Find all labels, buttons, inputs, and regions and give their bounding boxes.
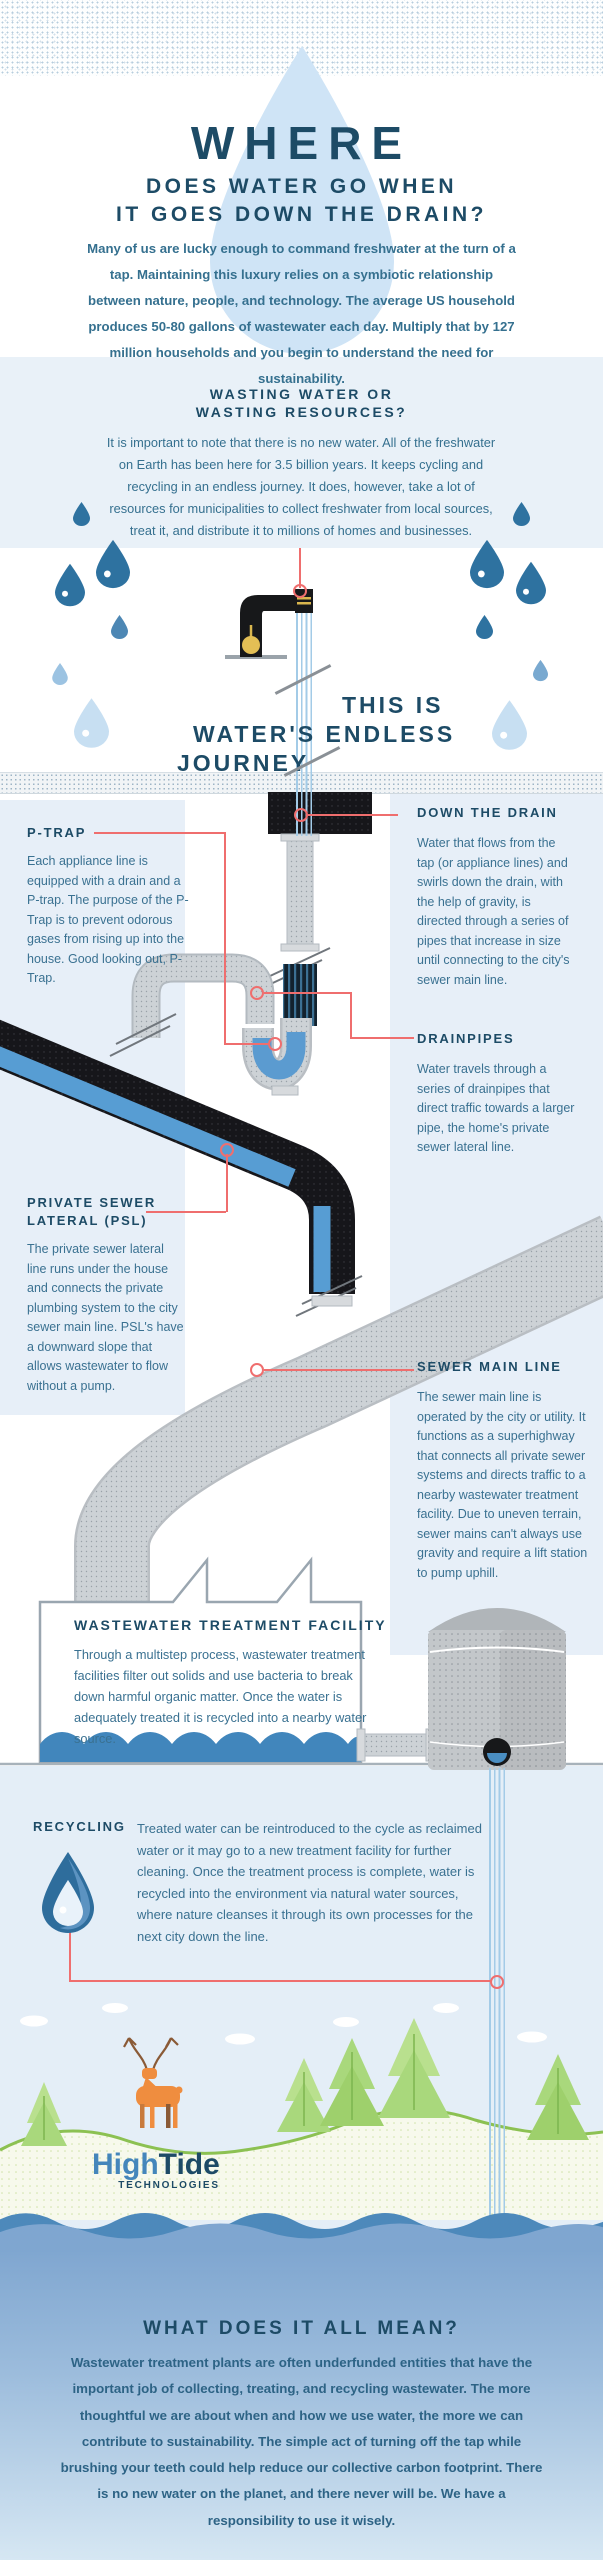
intro-paragraph: Many of us are lucky enough to command f… bbox=[87, 241, 516, 386]
drainpipes-title: DRAINPIPES bbox=[417, 1031, 515, 1046]
water-drop-icon bbox=[74, 698, 109, 748]
recycling-body: Treated water can be reintroduced to the… bbox=[137, 1821, 482, 1944]
cloud-icon bbox=[333, 2017, 359, 2027]
cloud-icon bbox=[20, 2015, 48, 2027]
factory-water-waves bbox=[40, 1732, 361, 1762]
recycling-title: RECYCLING bbox=[33, 1819, 126, 1834]
page-subtitle-line2: IT GOES DOWN THE DRAIN? bbox=[116, 203, 487, 226]
drain-water-stream bbox=[296, 772, 314, 836]
cloud-icon bbox=[225, 2033, 255, 2045]
psl-body: The private sewer lateral line runs unde… bbox=[27, 1242, 184, 1393]
tank-dome bbox=[428, 1608, 566, 1632]
connector-recycling-dot bbox=[490, 1975, 504, 1989]
water-drop-icon bbox=[52, 663, 68, 685]
tree-icon bbox=[378, 2018, 450, 2118]
journey-line1: THIS IS bbox=[342, 692, 444, 718]
pipe-diagram bbox=[0, 792, 603, 1770]
top-texture-band bbox=[0, 0, 603, 76]
water-drop-icon bbox=[513, 501, 530, 527]
journey-line2: WATER'S ENDLESS bbox=[193, 721, 456, 747]
recycle-drop-icon bbox=[42, 1852, 94, 1933]
drainpipes-body: Water travels through a series of drainp… bbox=[417, 1062, 575, 1154]
connector-ptrap-dot bbox=[268, 1037, 282, 1051]
faucet-water-stream bbox=[296, 606, 314, 772]
water-drop-icon bbox=[111, 614, 128, 640]
hightide-logo: HighTide TECHNOLOGIES bbox=[92, 2148, 220, 2192]
tree-icon bbox=[277, 2058, 331, 2132]
connector-tap-dot bbox=[293, 584, 307, 598]
connector-drainpipes-line3 bbox=[350, 1037, 414, 1039]
connector-ptrap-line2 bbox=[224, 832, 226, 1044]
logo-high-text: High bbox=[92, 2148, 159, 2181]
down-the-drain-body: Water that flows from the tap (or applia… bbox=[417, 836, 570, 987]
facility-title: WASTEWATER TREATMENT FACILITY bbox=[74, 1617, 387, 1633]
footer-paragraph: Wastewater treatment plants are often un… bbox=[60, 2355, 543, 2528]
connector-drain-dot bbox=[294, 808, 308, 822]
connector-psl-line1 bbox=[226, 1154, 228, 1212]
tree-icon bbox=[21, 2082, 67, 2146]
tree-icon bbox=[527, 2054, 589, 2140]
cloud-icon bbox=[517, 2031, 547, 2043]
water-drop-icon bbox=[73, 501, 90, 527]
right-callout-panel bbox=[390, 792, 603, 1655]
ptrap-title: P-TRAP bbox=[27, 825, 87, 840]
wasting-heading-line2: WASTING RESOURCES? bbox=[195, 404, 408, 420]
page-subtitle-line1: DOES WATER GO WHEN bbox=[145, 175, 458, 198]
cloud-icon bbox=[102, 2003, 128, 2013]
logo-tide-text: Tide bbox=[158, 2148, 220, 2181]
deer-icon bbox=[123, 2037, 183, 2128]
connector-recycling-line1 bbox=[69, 1928, 71, 1982]
psl-title-line1: PRIVATE SEWER bbox=[27, 1195, 157, 1210]
striped-pipe bbox=[283, 964, 317, 1026]
water-drop-icon bbox=[96, 539, 130, 589]
water-surface-waves bbox=[0, 2213, 603, 2252]
connector-drain-line bbox=[308, 814, 398, 816]
ptrap-body: Each appliance line is equipped with a d… bbox=[27, 854, 189, 985]
connector-ptrap-line1 bbox=[94, 832, 226, 834]
tree-icon bbox=[320, 2038, 384, 2126]
hill-fill bbox=[0, 2109, 603, 2220]
bottom-water-gradient bbox=[0, 2248, 603, 2560]
connector-drainpipes-line1 bbox=[264, 992, 352, 994]
wasting-section-band bbox=[0, 357, 603, 548]
connector-tap-line bbox=[299, 548, 301, 588]
connector-psl-line2 bbox=[146, 1211, 226, 1213]
connector-sewer-line bbox=[264, 1369, 414, 1371]
logo-sub-text: TECHNOLOGIES bbox=[118, 2180, 220, 2191]
connector-ptrap-line3 bbox=[224, 1043, 270, 1045]
connector-sewer-dot bbox=[250, 1363, 264, 1377]
landscape bbox=[0, 2003, 603, 2220]
wasting-heading-line1: WASTING WATER OR bbox=[209, 386, 394, 402]
water-drop-icon bbox=[516, 561, 546, 605]
footer-heading: WHAT DOES IT ALL MEAN? bbox=[143, 2318, 460, 2339]
sewer-main-body: The sewer main line is operated by the c… bbox=[417, 1390, 588, 1580]
journey-line3: JOURNEY bbox=[177, 750, 310, 776]
connector-recycling-line2 bbox=[69, 1980, 491, 1982]
water-drop-icon bbox=[55, 563, 85, 607]
connector-drainpipes-line2 bbox=[350, 992, 352, 1038]
cloud-icon bbox=[433, 2003, 459, 2013]
faucet-icon bbox=[225, 589, 313, 659]
sewer-main-title: SEWER MAIN LINE bbox=[417, 1359, 562, 1374]
tank-water-stream bbox=[489, 1768, 506, 2228]
connector-drainpipes-dot bbox=[250, 986, 264, 1000]
big-water-drop-icon bbox=[210, 46, 394, 354]
tank-body bbox=[428, 1630, 566, 1770]
diagonal-drainpipe bbox=[0, 1019, 355, 1294]
down-the-drain-title: DOWN THE DRAIN bbox=[417, 805, 558, 820]
drain-box bbox=[268, 792, 372, 834]
water-drop-icon bbox=[533, 659, 548, 682]
wasting-paragraph: It is important to note that there is no… bbox=[106, 435, 496, 538]
water-drop-icon bbox=[476, 614, 493, 640]
page-title: WHERE bbox=[190, 117, 413, 169]
water-drop-icon bbox=[470, 539, 504, 589]
water-drop-icon bbox=[492, 700, 527, 750]
psl-title-line2: LATERAL (PSL) bbox=[27, 1213, 148, 1228]
facility-body: Through a multistep process, wastewater … bbox=[74, 1647, 367, 1746]
factory-outline bbox=[38, 1556, 363, 1764]
